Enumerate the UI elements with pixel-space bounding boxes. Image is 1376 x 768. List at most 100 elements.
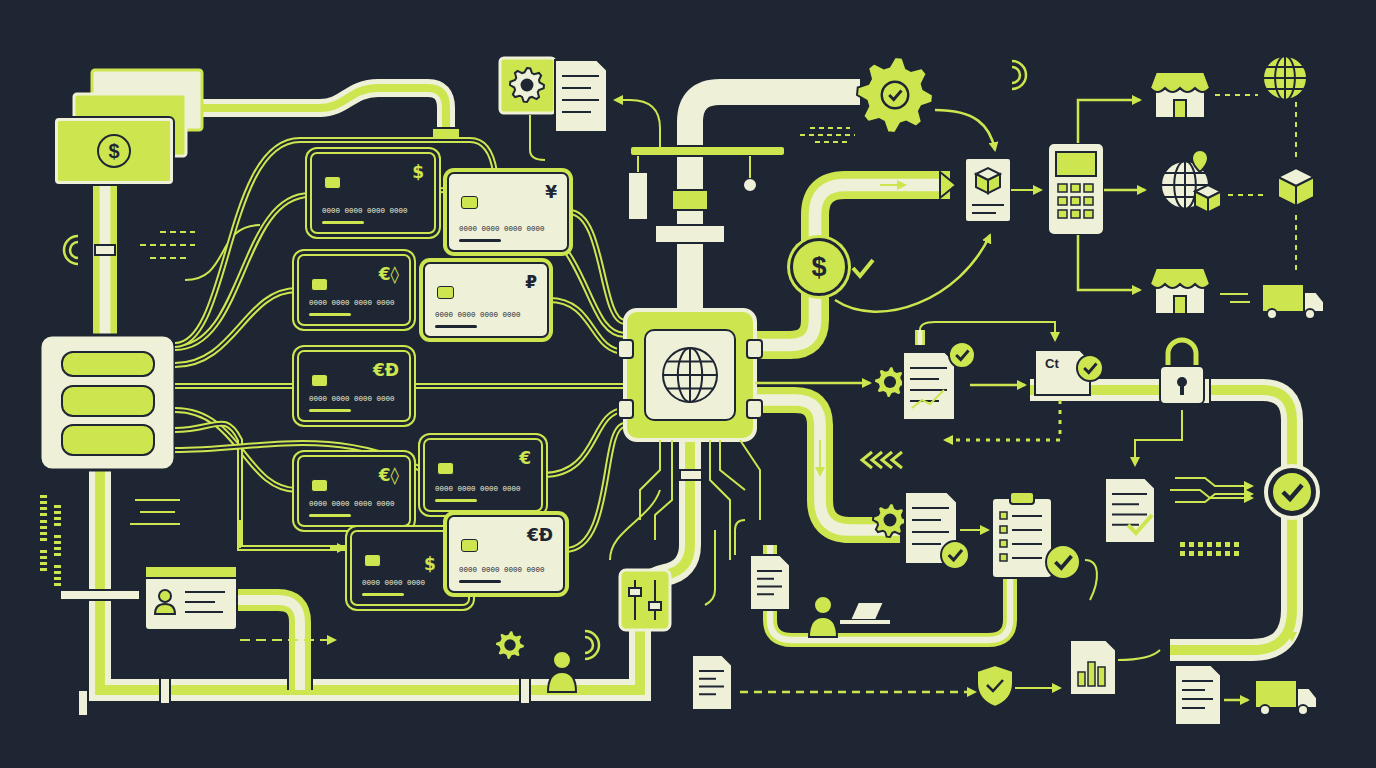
currency-symbol: ¥ [545,182,557,202]
checkbox [1000,526,1007,533]
wire [565,425,625,550]
payment-coin: $ [790,238,848,296]
payment-card: $0000 0000 0000 0000 [310,152,436,234]
pipe-joint [160,678,170,704]
hub-bolt [618,400,633,418]
gear-hole [884,376,896,388]
dot-stripe [54,577,61,580]
flow-line [970,384,1025,387]
pipe-core [918,330,923,345]
dot-stripe [54,553,61,556]
document-line [910,389,947,391]
card-stripe [309,409,351,412]
pipe-cap [432,128,460,138]
card-chip [461,196,478,209]
dot-grid [1198,551,1203,556]
dot-stripe [54,523,61,526]
dot-grid [1225,551,1230,556]
gear-icon [510,68,544,102]
control-panel [620,570,670,630]
hub-bolt [747,400,762,418]
wire-core [565,425,625,550]
chart-bar [1088,662,1095,686]
pos-key [1071,184,1080,192]
dot-stripe [54,547,61,550]
chart-bar [1098,667,1105,686]
dot-grid [1234,542,1239,547]
signal-arc [585,637,593,653]
pos-key [1084,197,1093,205]
wire-core [549,300,625,352]
dot-stripe [40,513,47,516]
wire [569,212,625,322]
shield-check [987,680,1003,691]
signal-arc [1012,61,1026,89]
pipe-core [755,185,950,345]
person-head [553,651,571,669]
valve-stem [672,190,708,210]
document-line [699,670,724,672]
box-side [976,174,988,193]
id-photo-head [159,590,171,602]
pipe [200,88,446,135]
flow-line [1118,650,1160,660]
clipboard [992,498,1052,578]
dot-stripe [40,568,47,571]
flow-line [945,400,1060,440]
flow-line [920,322,1055,340]
hub-bolt [618,340,633,358]
document-icon [750,555,790,610]
payment-card: ¥0000 0000 0000 0000 [447,172,569,252]
pos-terminal [1048,143,1104,235]
card-chip [461,539,478,552]
gear-hole [884,514,897,527]
flow-line [655,440,672,540]
pipe [755,185,950,345]
document-line [757,578,774,580]
check-badge [1077,355,1103,381]
gear-panel [500,58,555,113]
box-side [1278,177,1296,206]
currency-symbol: ₽ [525,272,537,292]
flow-line [135,499,180,501]
check-badge [1046,545,1080,579]
flow-line [800,128,855,142]
document-line [757,570,782,572]
currency-symbol: $ [97,134,131,168]
card-number: 0000 0000 0000 0000 [435,485,521,493]
flow-line [1085,560,1097,600]
pipe-core [770,545,1010,640]
card-stripe [309,313,351,316]
flow-line [615,100,660,148]
dot-stripe [54,505,61,508]
id-card-bar [145,566,237,578]
pipe-core [100,185,111,335]
checkbox [1000,512,1007,519]
pipe-core [235,600,300,690]
dot-grid [1180,551,1185,556]
database-band [62,425,154,455]
card-number: 0000 0000 0000 0000 [309,500,395,508]
database-band [62,352,154,376]
flow-line [1220,294,1250,302]
flow-line [140,511,175,513]
document-icon [555,60,607,132]
lock-shackle [1168,340,1196,368]
document-line [1182,680,1213,682]
card-chip [311,479,328,492]
hub-frame [625,310,755,440]
card-chip [437,286,454,299]
check-badge [882,82,908,108]
document-icon [1175,665,1221,725]
box-side [988,174,1000,193]
dot-grid [1207,551,1212,556]
pos-key [1058,197,1067,205]
hub-bolt [747,340,762,358]
truck-wheel [1298,705,1308,715]
card-stripe [459,580,501,583]
dot-stripe [54,535,61,538]
document-line [1112,493,1147,495]
truck-wheel [1267,309,1277,319]
coin-check [853,260,873,276]
